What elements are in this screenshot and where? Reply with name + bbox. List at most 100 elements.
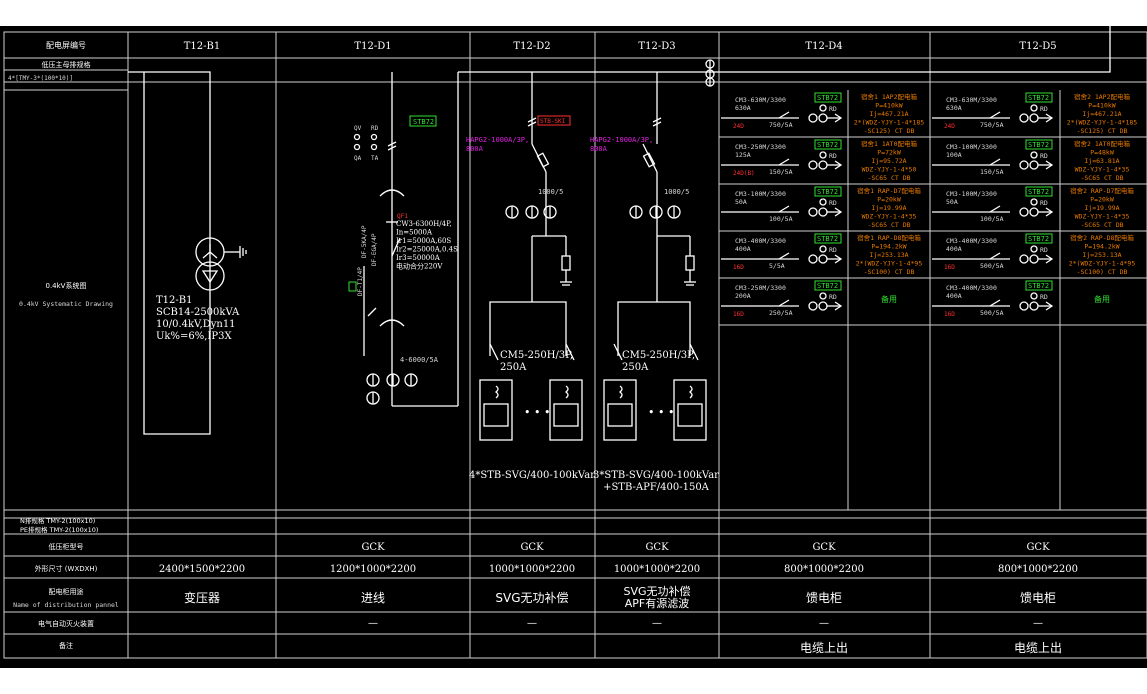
transformer-symbol: T12-B1 SCB14-2500kVA 10/0.4kV,Dyn11 Uk%=… <box>156 237 247 342</box>
d1-breaker-line: In=5000A <box>396 229 433 237</box>
d1-side-label-3: DF-5KA/4P <box>361 225 368 258</box>
feeder-desc: Ij=467.21A <box>869 110 908 118</box>
feeder-desc: 宿舍1 1AP2配电箱 <box>861 92 917 101</box>
feeder-tag: STB72 <box>817 235 838 243</box>
feeder-breaker: CM3-400M/3300 <box>946 284 997 292</box>
feeder-ct-2 <box>1029 160 1039 170</box>
feeder-ct-2 <box>818 160 828 170</box>
model-d5: GCK <box>1026 542 1050 553</box>
feeder-rd: RD <box>1040 293 1048 301</box>
d1-breaker-spec: CW3-6300H/4P,In=5000AIr1=5000A,60SIr2=25… <box>396 220 458 271</box>
panel-id-d5: T12-D5 <box>1019 41 1056 52</box>
d1-breaker-line: Ir2=25000A,0.4S <box>396 246 458 254</box>
d2-dots: • • • <box>524 406 550 419</box>
feeder-switch <box>989 205 1001 213</box>
feeder-breaker: CM3-250M/3300 <box>735 143 786 151</box>
d3-branch: CM5-250H/3P, <box>622 350 695 361</box>
feeder-ct-2 <box>818 113 828 123</box>
feeder-breaker: CM3-250M/3300 <box>735 284 786 292</box>
feeder-desc: Ij=19.99A <box>1084 204 1119 212</box>
feeder-switch <box>778 205 790 213</box>
d1-breaker-line: Ir3=50000A <box>396 254 441 262</box>
d3-branch-rating: 250A <box>622 362 649 373</box>
transformer-ratio: 10/0.4kV,Dyn11 <box>156 319 236 330</box>
feeder-desc: 宿舍2 1AP2配电箱 <box>1074 92 1130 101</box>
d2-branch-rating: 250A <box>500 362 527 373</box>
feeder-switch <box>778 252 790 260</box>
d1-meter-rd: RD <box>371 125 379 132</box>
feeder-arrow <box>1045 160 1054 170</box>
feeder-no: 24D <box>733 123 744 130</box>
model-d3: GCK <box>645 542 669 553</box>
feeder-desc: -SC65 CT DB <box>1080 221 1123 229</box>
feeder-desc: 宿舍1 RAP-D8配电箱 <box>857 233 921 242</box>
transformer-uk: Uk%=6%,IP3X <box>156 331 232 342</box>
feeder-ct: 750/5A <box>980 121 1004 129</box>
panel-id-b1: T12-B1 <box>184 41 220 52</box>
feeder-rd: RD <box>829 105 837 113</box>
panel-id-d2: T12-D2 <box>513 41 550 52</box>
feeder-no: 24D(B) <box>733 170 755 177</box>
feeder-ct-2 <box>818 207 828 217</box>
feeder-rd: RD <box>1040 199 1048 207</box>
feeder-desc: 2*(WDZ-YJY-1-4*185 <box>1067 119 1138 127</box>
fire-d3: — <box>652 618 662 629</box>
feeder-no: 16D <box>944 264 955 271</box>
row-label-pe-bus: PE排规格 TMY-2(100x10) <box>20 525 98 534</box>
d3-caption-2: +STB-APF/400-150A <box>603 482 710 493</box>
feeder-rating: 630A <box>735 104 751 112</box>
size-d4: 800*1000*2200 <box>784 564 864 575</box>
feeder-desc: 2*(WDZ-YJY-1-4*95 <box>856 260 923 268</box>
usage-d4: 馈电柜 <box>806 591 842 605</box>
feeder-ct-1 <box>808 113 818 123</box>
feeder-rd-symbol <box>819 198 827 206</box>
d3-dots: • • • <box>648 406 674 419</box>
incomer-d1: STB72 QV RD QA TA QF1 CW3-6300H/4P,In=50… <box>348 72 458 405</box>
feeder-tag: STB72 <box>1028 94 1049 102</box>
d3-caption: 3*STB-SVG/400-100kVar <box>593 470 719 481</box>
remark-d5: 电缆上出 <box>1014 641 1062 655</box>
feeder-arrow <box>834 113 843 123</box>
feeder-desc: P=194.2kW <box>1084 243 1119 251</box>
feeder-rd-symbol <box>819 104 827 112</box>
feeder-desc: -SC125) CT DB <box>864 127 915 135</box>
feeder-ct-1 <box>808 301 818 311</box>
row-label-usage-en: Name of distribution pannel <box>13 601 119 609</box>
panel-id-d1: T12-D1 <box>354 41 391 52</box>
feeder-desc: 宿舍2 RAP-D7配电箱 <box>1070 186 1134 195</box>
feeder-rating: 630A <box>946 104 962 112</box>
size-b1: 2400*1500*2200 <box>159 564 245 575</box>
d2-caption: 4*STB-SVG/400-100kVar <box>469 470 595 481</box>
feeder-desc: -SC65 CT DB <box>867 221 910 229</box>
d1-ct: 4-6000/5A <box>400 356 439 364</box>
feeder-row: CM3-250M/3300125ASTB72RD150/5A24D(B)宿舍1 … <box>721 139 917 182</box>
size-d2: 1000*1000*2200 <box>489 564 575 575</box>
panel-id-d4: T12-D4 <box>805 41 842 52</box>
feeder-desc: P=20kW <box>877 196 901 204</box>
feeder-desc: P=410kW <box>1088 102 1115 110</box>
feeder-ct: 150/5A <box>980 168 1004 176</box>
model-d1: GCK <box>361 542 385 553</box>
feeder-no: 24D <box>944 123 955 130</box>
feeder-ct: 250/5A <box>769 309 793 317</box>
row-label-busbar: 低压主母排规格 <box>42 60 91 69</box>
feeder-rating: 400A <box>735 245 751 253</box>
d2-ct: 1000/5 <box>538 188 563 196</box>
feeder-rd-symbol <box>1030 245 1038 253</box>
panel-id-d3: T12-D3 <box>638 41 675 52</box>
usage-d2: SVG无功补偿 <box>495 590 568 605</box>
feeder-ct-1 <box>1019 301 1029 311</box>
feeder-tag-box <box>1025 186 1053 197</box>
feeder-desc: P=20kW <box>1090 196 1114 204</box>
feeder-desc: -SC125) CT DB <box>1077 127 1128 135</box>
model-d2: GCK <box>520 542 544 553</box>
feeder-tag-box <box>1025 280 1053 291</box>
d1-meter-ta: TA <box>371 155 379 162</box>
d1-meter-qv: QV <box>354 125 362 132</box>
size-d5: 800*1000*2200 <box>998 564 1078 575</box>
feeder-breaker: CM3-400M/3300 <box>946 237 997 245</box>
